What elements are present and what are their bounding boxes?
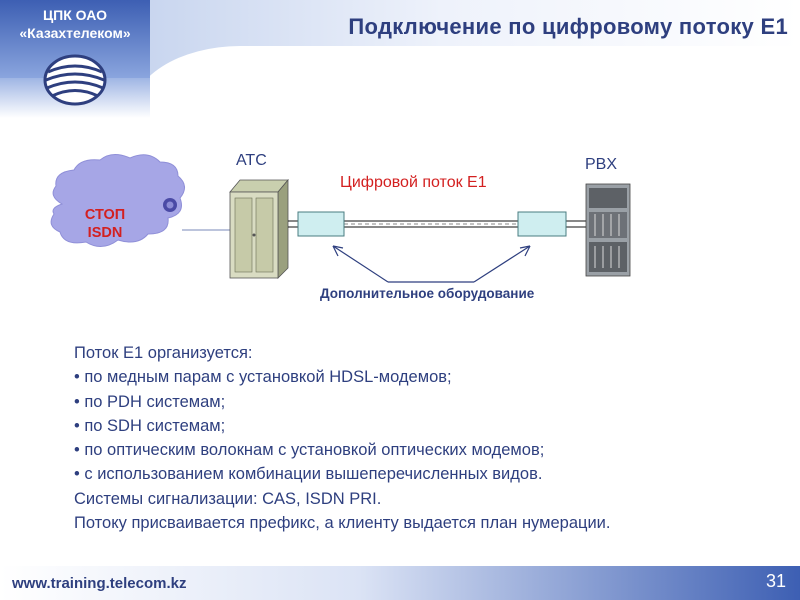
header-curve	[130, 46, 800, 166]
list-item: • по оптическим волокнам с установкой оп…	[74, 441, 545, 460]
list-item: • по медным парам с установкой HDSL-моде…	[74, 368, 452, 387]
cloud-label-line2: ISDN	[87, 225, 123, 241]
intro-line: Поток Е1 организуется:	[74, 344, 253, 362]
signaling-line: Системы сигнализации: CAS, ISDN PRI.	[74, 489, 382, 508]
globe-logo-icon	[43, 54, 107, 106]
list-item: • с использованием комбинации вышеперечи…	[74, 465, 543, 484]
page-number: 31	[765, 571, 786, 591]
network-diagram	[50, 154, 631, 283]
page-title: Подключение по цифровому потоку Е1	[348, 14, 788, 39]
description-text: Поток Е1 организуется: • по медным парам…	[74, 341, 774, 535]
modem-left	[297, 211, 345, 237]
pbx-rack	[585, 183, 631, 277]
atc-label: АТС	[236, 152, 267, 169]
equipment-arrows	[332, 245, 531, 283]
modem-right	[517, 211, 567, 237]
cloud-label: СТОП ISDN	[74, 206, 136, 242]
footer-bar: www.training.telecom.kz 31	[0, 566, 800, 600]
cloud-label-line1: СТОП	[84, 207, 126, 223]
footer-url[interactable]: www.training.telecom.kz	[12, 575, 187, 592]
stream-label: Цифровой поток Е1	[340, 174, 487, 191]
numbering-line: Потоку присваивается префикс, а клиенту …	[74, 514, 611, 533]
org-name-line2: «Казахтелеком»	[19, 25, 131, 41]
e1-stream-link	[344, 220, 518, 228]
list-item: • по PDH системам;	[74, 392, 226, 411]
org-name-line1: ЦПК ОАО	[42, 7, 108, 23]
equipment-label: Дополнительное оборудование	[320, 286, 535, 301]
pbx-label: PBX	[585, 156, 618, 173]
org-name: ЦПК ОАО «Казахтелеком»	[0, 6, 150, 42]
list-item: • по SDH системам;	[74, 416, 226, 435]
isdn-cloud	[50, 154, 185, 247]
atc-cabinet	[229, 178, 289, 279]
